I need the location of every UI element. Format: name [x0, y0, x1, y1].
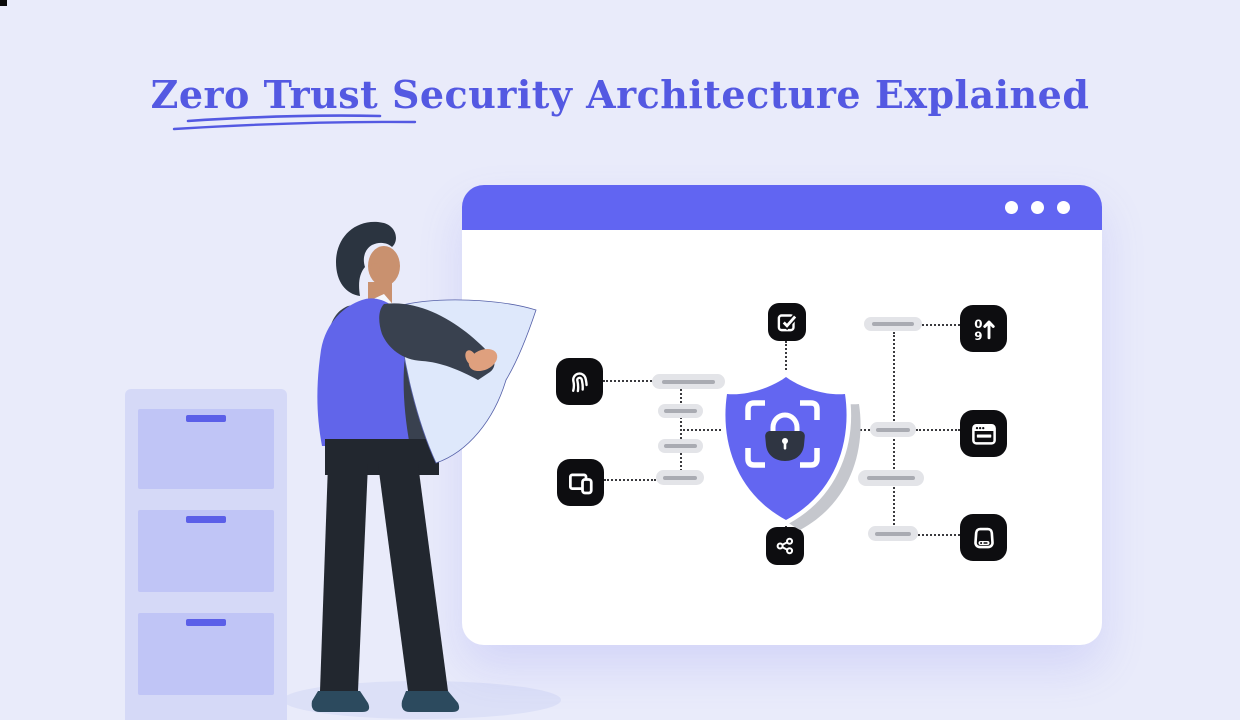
cabinet-drawer [138, 613, 274, 695]
fingerprint-icon-tile [556, 358, 603, 405]
person-arm [379, 303, 495, 380]
placeholder-bar [658, 404, 703, 418]
svg-text:9: 9 [974, 329, 982, 343]
placeholder-bar [858, 470, 924, 486]
filing-cabinet [125, 389, 287, 720]
connector-left-shield [680, 429, 728, 431]
browser-app-icon [971, 423, 996, 445]
placeholder-bar [652, 374, 725, 389]
window-control-dot [1057, 201, 1070, 214]
person-leg [378, 464, 448, 691]
storage-drive-icon-tile [960, 514, 1007, 561]
browser-app-icon-tile [960, 410, 1007, 457]
person-hand [465, 348, 498, 372]
person-shoe [401, 691, 460, 712]
connector-browser [916, 429, 960, 431]
connector-drive [918, 534, 960, 536]
window-control-dot [1005, 201, 1018, 214]
sort-numeric-icon-tile: 0 9 [960, 305, 1007, 352]
title-underline [172, 114, 417, 131]
cabinet-drawer [138, 510, 274, 592]
window-control-dot [1031, 201, 1044, 214]
cabinet-drawer [138, 409, 274, 489]
share-network-icon [776, 537, 794, 555]
person-ear [370, 263, 380, 277]
person-shoe [311, 691, 370, 712]
devices-icon-tile [557, 459, 604, 506]
shield-lock-scan-icon [705, 363, 869, 531]
browser-window: 0 9 [462, 185, 1102, 645]
connector-devices [604, 479, 656, 481]
scan-brackets [745, 400, 820, 468]
checkbox-icon-tile [768, 303, 806, 341]
placeholder-bar [870, 422, 916, 437]
placeholder-bar [658, 439, 703, 453]
connector-sort [922, 324, 960, 326]
connector-fingerprint [603, 380, 652, 382]
placeholder-bar [868, 526, 918, 541]
storage-drive-icon [973, 527, 994, 548]
share-icon-tile [766, 527, 804, 565]
checkbox-icon [777, 314, 798, 332]
drawer-handle [186, 619, 226, 626]
svg-text:0: 0 [974, 317, 982, 331]
placeholder-bar [864, 317, 922, 331]
lock-icon [765, 412, 805, 461]
person-hair [336, 221, 396, 296]
browser-titlebar [462, 185, 1102, 230]
person-illustration [311, 221, 537, 712]
corner-artifact [0, 0, 7, 6]
page-title: Zero Trust Security Architecture Explain… [150, 72, 1090, 117]
person-leg [320, 464, 368, 691]
placeholder-bar [656, 470, 704, 485]
drawer-handle [186, 516, 226, 523]
sort-numeric-up-icon: 0 9 [974, 317, 995, 343]
fingerprint-icon [571, 371, 588, 392]
drawer-handle [186, 415, 226, 422]
devices-icon [568, 473, 593, 494]
connector-checkbox-shield [785, 341, 787, 377]
